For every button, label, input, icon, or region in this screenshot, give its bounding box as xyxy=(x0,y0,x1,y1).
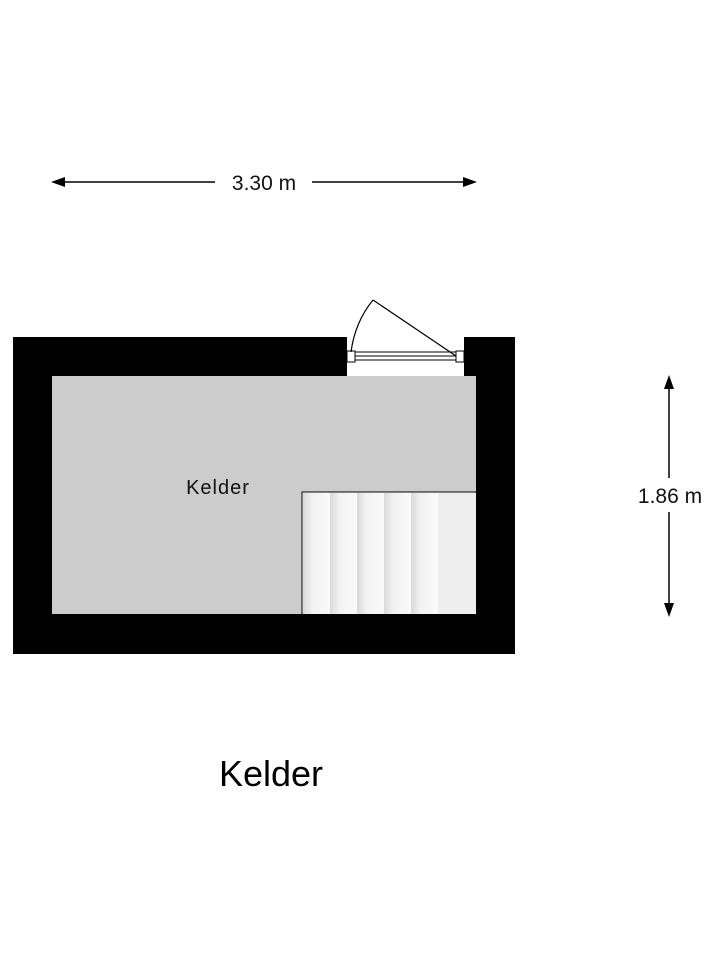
walls xyxy=(13,337,515,654)
door-opening xyxy=(347,362,464,376)
door xyxy=(346,299,465,376)
wall-right xyxy=(476,337,515,654)
door-swing-arc xyxy=(350,299,374,353)
stair-step xyxy=(303,493,330,614)
height-dimension-label: 1.86 m xyxy=(638,485,702,508)
arrow-up-icon xyxy=(664,375,674,389)
arrow-left-icon xyxy=(51,177,65,187)
stair-step xyxy=(411,493,438,614)
stairs xyxy=(301,491,477,615)
door-swing-leaf xyxy=(372,299,457,357)
stair-landing xyxy=(438,493,476,614)
width-dimension: 3.30 m xyxy=(51,172,477,195)
floor-title: Kelder xyxy=(219,753,323,794)
door-jamb-right xyxy=(455,350,465,363)
stair-step xyxy=(357,493,384,614)
wall-top-left xyxy=(13,337,347,376)
height-dimension: 1.86 m xyxy=(638,375,702,617)
arrow-right-icon xyxy=(463,177,477,187)
room-label: Kelder xyxy=(186,477,250,499)
wall-bottom xyxy=(13,614,515,654)
wall-left xyxy=(13,337,52,654)
stair-step xyxy=(330,493,357,614)
width-dimension-label: 3.30 m xyxy=(232,172,296,195)
stair-step xyxy=(384,493,411,614)
door-jamb-left xyxy=(346,350,356,363)
arrow-down-icon xyxy=(664,603,674,617)
